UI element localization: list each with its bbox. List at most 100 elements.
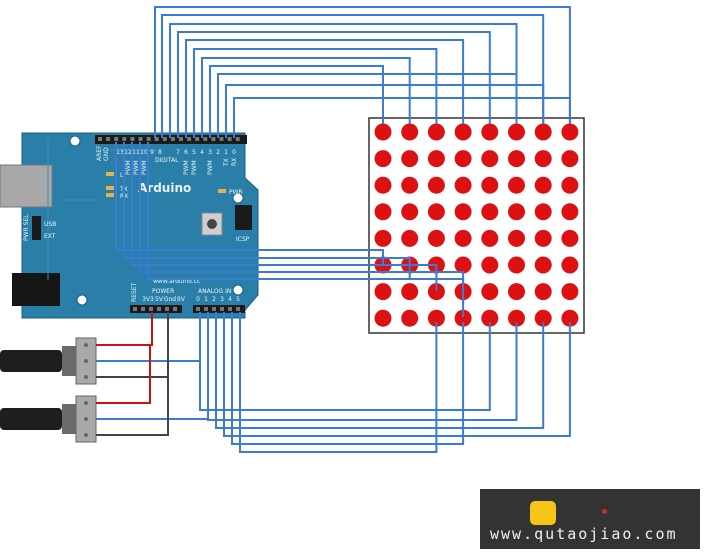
digital-pin-hole [203, 137, 208, 141]
power-label: POWER [152, 288, 174, 295]
pwr-sel-label: PWR SEL [23, 214, 30, 241]
usb-connector [0, 164, 53, 208]
digital-pin-label-9: 9 [150, 149, 154, 156]
column-wire-5 [193, 48, 438, 138]
pwm-label: PWM [183, 160, 190, 175]
pot2-ground-wire [96, 377, 169, 436]
power-pin-label-3V3: 3V3 [142, 296, 154, 303]
led-6-4 [481, 283, 499, 301]
pwm-label: PWM [133, 160, 140, 175]
led-6-5 [508, 283, 525, 301]
watermark-dot-icon [602, 509, 607, 514]
led-1-4 [481, 150, 499, 168]
led-3-3 [454, 203, 472, 221]
led-5-6 [534, 256, 552, 274]
led-4-7 [561, 229, 579, 247]
led-2-1 [401, 176, 419, 194]
power-pin-hole [173, 307, 177, 311]
l-led-label: L [120, 172, 124, 179]
analog-pin-hole [228, 307, 232, 311]
analog-pin-hole [220, 307, 224, 311]
led-7-3 [454, 309, 472, 327]
reset-label: RESET [131, 282, 138, 302]
led-4-0 [374, 229, 392, 247]
column-wire-3 [177, 31, 491, 138]
led-matrix-body [368, 117, 585, 334]
led-5-3 [454, 256, 472, 274]
led-2-0 [374, 176, 392, 194]
digital-pin-label-5: 5 [192, 149, 196, 156]
analog-wire-3 [223, 312, 571, 437]
watermark-text: www.qutaojiao.com [490, 525, 678, 543]
digital-pin-hole [130, 137, 135, 141]
led-7-4 [481, 309, 499, 327]
led-matrix [368, 117, 585, 334]
led-2-5 [508, 176, 525, 194]
digital-pin-label-4: 4 [200, 149, 204, 156]
digital-pin-label-10: 10 [140, 149, 148, 156]
wires [96, 6, 571, 453]
led-6-2 [427, 283, 445, 301]
gnd-label: GND [103, 147, 110, 161]
ext-label: EXT [44, 233, 56, 240]
pwm-label: PWM [207, 160, 214, 175]
pwm-label: PWM [125, 160, 132, 175]
led-4-2 [427, 229, 445, 247]
led-7-2 [427, 309, 445, 327]
led-1-1 [401, 150, 419, 168]
digital-pin-hole [227, 137, 232, 141]
analog-pin-label-2: 2 [212, 296, 216, 303]
led-0-1 [401, 123, 419, 141]
led-2-4 [481, 176, 499, 194]
power-pin-hole [141, 307, 145, 311]
digital-pin-hole [219, 137, 224, 141]
led-6-1 [401, 283, 419, 301]
led-0-7 [561, 123, 579, 141]
led-1-3 [454, 150, 472, 168]
analog-wire-5 [239, 312, 438, 453]
digital-pin-label-11: 11 [132, 149, 140, 156]
digital-pin-hole [162, 137, 167, 141]
column-wire-extra-3 [233, 97, 571, 138]
led-5-7 [561, 256, 579, 274]
digital-pin-hole [138, 137, 143, 141]
digital-pin-hole [187, 137, 192, 141]
led-4-1 [401, 229, 419, 247]
led-1-7 [561, 150, 579, 168]
digital-pin-label-1: 1 [224, 149, 228, 156]
power-pin-label-5V: 5V [155, 296, 164, 303]
led-1-6 [534, 150, 552, 168]
led-2-3 [454, 176, 472, 194]
column-wire-extra-2 [225, 84, 545, 138]
digital-pin-hole [211, 137, 216, 141]
led-2-2 [427, 176, 445, 194]
rx-pin-label: RX [231, 158, 238, 166]
analog-pin-hole [212, 307, 216, 311]
digital-pin-hole [146, 137, 151, 141]
analog-in-label: ANALOG IN [198, 288, 231, 295]
analog-pin-label-4: 4 [228, 296, 232, 303]
led-3-0 [374, 203, 392, 221]
power-jack [12, 273, 60, 306]
led-2-6 [534, 176, 552, 194]
icsp-label: ICSP [236, 236, 250, 243]
power-pin-hole [165, 307, 169, 311]
pwr-led-label: PWR [229, 189, 243, 196]
power-pin-hole [133, 307, 137, 311]
digital-pin-hole [114, 137, 119, 141]
led-7-1 [401, 309, 419, 327]
digital-pin-hole [170, 137, 175, 141]
analog-wire-4 [231, 312, 465, 445]
led-0-3 [454, 123, 472, 141]
led-0-5 [508, 123, 525, 141]
led-1-2 [427, 150, 445, 168]
led-4-5 [508, 229, 525, 247]
digital-pin-hole [195, 137, 200, 141]
led-1-0 [374, 150, 392, 168]
column-wire-4 [185, 39, 465, 138]
led-2-7 [561, 176, 579, 194]
watermark: www.qutaojiao.com [480, 489, 700, 549]
digital-pin-hole [179, 137, 183, 141]
potentiometer-1 [0, 337, 97, 385]
power-header [130, 305, 182, 313]
